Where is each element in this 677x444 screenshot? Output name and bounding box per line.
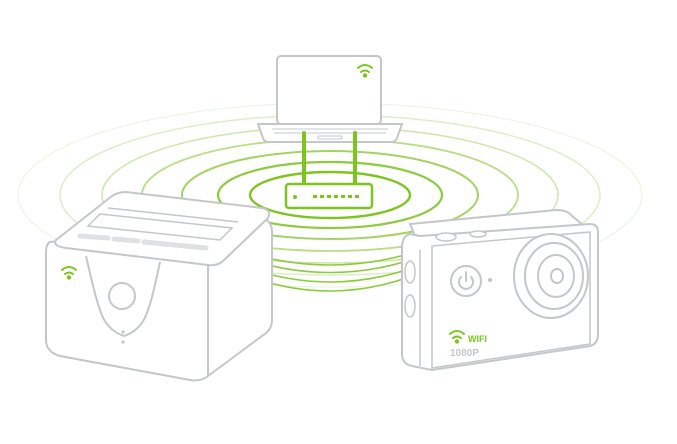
camera-lens xyxy=(513,233,589,319)
wifi-icon xyxy=(61,266,77,280)
network-storage xyxy=(45,190,273,382)
action-camera: WIFI 1080P xyxy=(401,208,599,372)
camera-resolution-label: 1080P xyxy=(450,348,479,359)
power-icon xyxy=(450,265,482,297)
router xyxy=(284,182,374,210)
router-antennas xyxy=(302,131,357,186)
camera-wifi-label: WIFI xyxy=(468,334,487,344)
laptop xyxy=(256,55,404,143)
wifi-icon xyxy=(357,64,373,78)
wifi-icon xyxy=(449,330,465,344)
